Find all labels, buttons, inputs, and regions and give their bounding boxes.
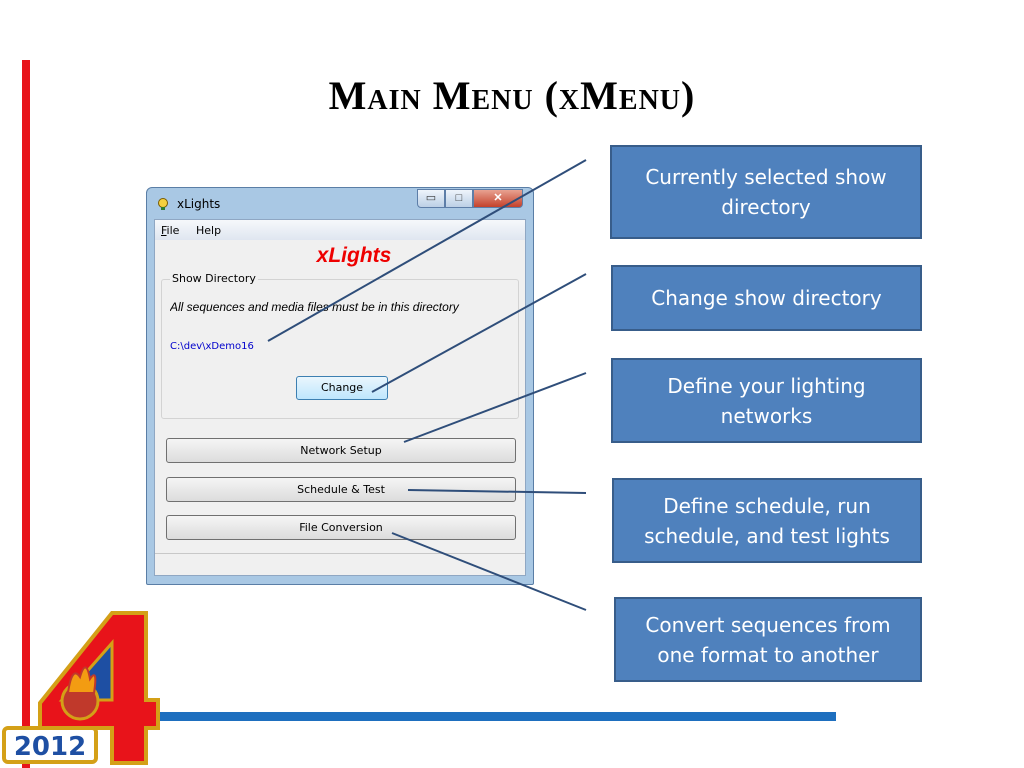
logo-2012-emblem: 2012 bbox=[2, 611, 160, 765]
show-directory-hint: All sequences and media files must be in… bbox=[170, 300, 459, 314]
change-button[interactable]: Change bbox=[296, 376, 388, 400]
file-conversion-button[interactable]: File Conversion bbox=[166, 515, 516, 540]
maximize-button[interactable]: □ bbox=[445, 189, 473, 208]
logo-year: 2012 bbox=[14, 732, 86, 762]
minimize-button[interactable]: ▭ bbox=[417, 189, 445, 208]
bottom-accent-bar bbox=[150, 712, 836, 721]
callout-conversion: Convert sequences from one format to ano… bbox=[614, 597, 922, 682]
left-accent-bar bbox=[22, 60, 30, 768]
network-setup-button[interactable]: Network Setup bbox=[166, 438, 516, 463]
window-titlebar[interactable]: xLights ▭ □ ✕ bbox=[147, 188, 533, 218]
show-directory-label: Show Directory bbox=[170, 272, 258, 285]
callout-schedule-text: Define schedule, run schedule, and test … bbox=[644, 493, 890, 548]
status-bar-divider bbox=[155, 553, 525, 554]
callout-show-directory: Currently selected show directory bbox=[610, 145, 922, 239]
show-directory-group: Show Directory All sequences and media f… bbox=[161, 272, 519, 419]
xlights-window: xLights ▭ □ ✕ File Help xLights Show Dir… bbox=[146, 187, 534, 585]
callout-networks: Define your lighting networks bbox=[611, 358, 922, 443]
callout-schedule: Define schedule, run schedule, and test … bbox=[612, 478, 922, 563]
slide-title: Main Menu (xMenu) bbox=[328, 73, 696, 118]
menu-bar: File Help bbox=[155, 220, 525, 240]
app-heading: xLights bbox=[316, 244, 392, 267]
close-button[interactable]: ✕ bbox=[473, 189, 523, 208]
menu-file[interactable]: File bbox=[161, 224, 180, 237]
flame-icon bbox=[66, 666, 97, 694]
bulb-icon bbox=[158, 198, 168, 210]
schedule-test-button[interactable]: Schedule & Test bbox=[166, 477, 516, 502]
callout-conversion-text: Convert sequences from one format to ano… bbox=[645, 612, 891, 667]
callout-change-directory-text: Change show directory bbox=[651, 286, 882, 310]
callout-networks-text: Define your lighting networks bbox=[667, 373, 866, 428]
menu-help[interactable]: Help bbox=[196, 224, 222, 237]
show-directory-path: C:\dev\xDemo16 bbox=[170, 341, 254, 352]
callout-show-directory-text: Currently selected show directory bbox=[645, 165, 887, 219]
window-title: xLights bbox=[177, 197, 221, 211]
callout-change-directory: Change show directory bbox=[611, 265, 922, 331]
window-client-area: File Help xLights Show Directory All seq… bbox=[154, 219, 526, 576]
